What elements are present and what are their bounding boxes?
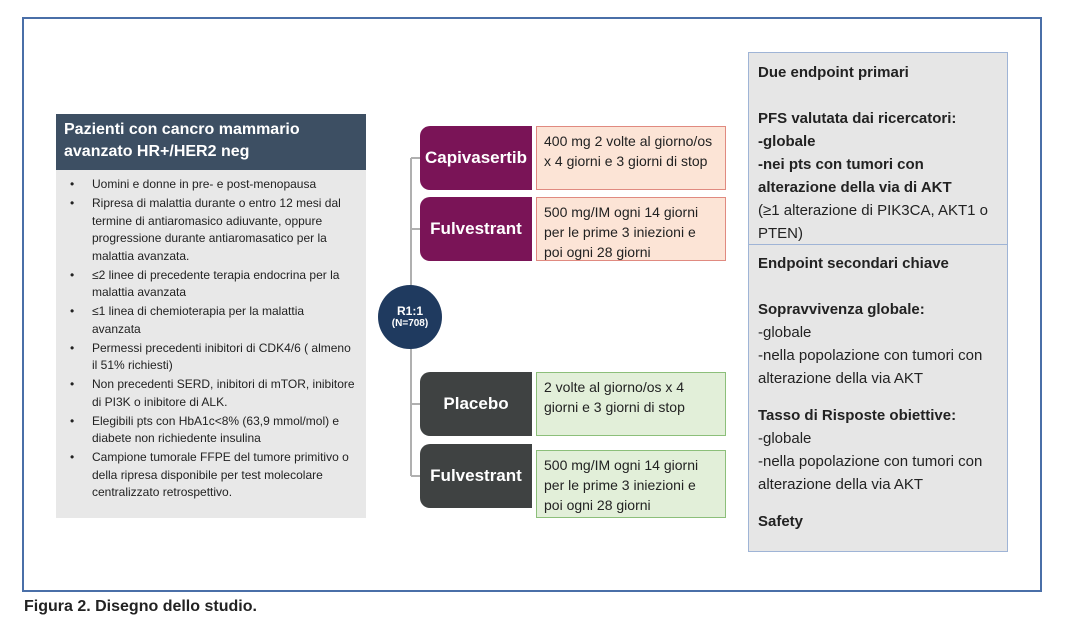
orr-title: Tasso di Risposte obiettive: [758,407,957,424]
primary-endpoints-title: Due endpoint primari [758,64,909,81]
arm-fulvestrant-control: Fulvestrant [420,444,532,508]
randomization-n: (N=708) [391,318,429,329]
pfs-item: -nei pts con tumori con alterazione dell… [758,156,952,196]
arm-placebo-dose: 2 volte al giorno/os x 4 giorni e 3 gior… [536,372,726,436]
pfs-title: PFS valutata dai ricercatori: [758,110,957,127]
os-title: Sopravvivenza globale: [758,301,925,318]
randomization-circle: R1:1 (N=708) [378,285,442,349]
arm-fulvestrant-experimental-dose: 500 mg/IM ogni 14 giorni per le prime 3 … [536,197,726,261]
arm-fulvestrant-experimental: Fulvestrant [420,197,532,261]
criteria-item: ≤2 linee di precedente terapia endocrina… [70,267,356,302]
criteria-list: Uomini e donne in pre- e post-menopausa … [66,176,356,502]
pfs-note: (≥1 alterazione di PIK3CA, AKT1 o PTEN) [758,202,989,242]
orr-item: -nella popolazione con tumori con altera… [758,453,983,493]
patients-title: Pazienti con cancro mammario avanzato HR… [56,114,366,170]
figure-caption: Figura 2. Disegno dello studio. [24,598,257,615]
arm-fulvestrant-control-dose: 500 mg/IM ogni 14 giorni per le prime 3 … [536,450,726,518]
criteria-item: Elegibili pts con HbA1c<8% (63,9 mmol/mo… [70,413,356,448]
patients-criteria-panel: Uomini e donne in pre- e post-menopausa … [56,170,366,518]
endpoints-panel: Due endpoint primari PFS valutata dai ri… [748,52,1008,552]
arm-capivasertib-dose: 400 mg 2 volte al giorno/os x 4 giorni e… [536,126,726,190]
arm-capivasertib: Capivasertib [420,126,532,190]
pfs-item: -globale [758,133,816,150]
secondary-endpoints: Endpoint secondari chiave Sopravvivenza … [749,247,1007,538]
endpoints-divider [749,244,1007,245]
criteria-item: Uomini e donne in pre- e post-menopausa [70,176,356,194]
criteria-item: ≤1 linea di chemioterapia per la malatti… [70,303,356,338]
arm-placebo: Placebo [420,372,532,436]
criteria-item: Campione tumorale FFPE del tumore primit… [70,449,356,502]
orr-item: -globale [758,430,812,447]
os-item: -nella popolazione con tumori con altera… [758,347,983,387]
secondary-endpoints-title: Endpoint secondari chiave [758,255,949,272]
primary-endpoints: Due endpoint primari PFS valutata dai ri… [749,56,1007,250]
criteria-item: Ripresa di malattia durante o entro 12 m… [70,195,356,265]
os-item: -globale [758,324,812,341]
criteria-item: Non precedenti SERD, inibitori di mTOR, … [70,376,356,411]
criteria-item: Permessi precedenti inibitori di CDK4/6 … [70,340,356,375]
safety-title: Safety [758,513,804,530]
randomization-ratio: R1:1 [396,304,423,318]
